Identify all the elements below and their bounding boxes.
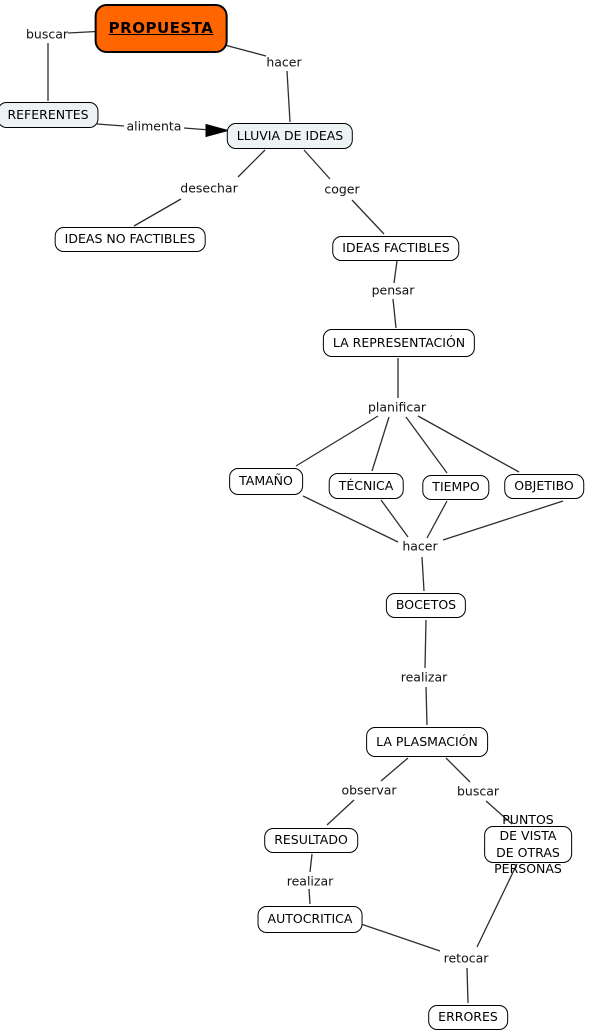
arrowhead <box>205 123 230 138</box>
node-lluvia-de-ideas[interactable]: LLUVIA DE IDEAS <box>226 123 354 149</box>
node-referentes[interactable]: REFERENTES <box>0 102 99 128</box>
edge-label-retocar[interactable]: retocar <box>443 950 489 966</box>
node-ideas-no-factibles[interactable]: IDEAS NO FACTIBLES <box>54 227 206 252</box>
node-ideas-factibles[interactable]: IDEAS FACTIBLES <box>332 236 460 261</box>
edge-label-pensar[interactable]: pensar <box>371 282 415 298</box>
edge-label-realizar-top[interactable]: realizar <box>400 669 448 685</box>
node-puntos-de-vista[interactable]: PUNTOS DE VISTA DE OTRAS PERSONAS <box>484 812 572 876</box>
edge-label-buscar-top[interactable]: buscar <box>25 26 69 42</box>
node-la-plasmacion[interactable]: LA PLASMACIÓN <box>366 727 488 757</box>
edge-label-observar[interactable]: observar <box>341 782 397 798</box>
node-tecnica[interactable]: TÉCNICA <box>328 473 404 499</box>
edge-label-hacer-mid[interactable]: hacer <box>402 538 438 554</box>
edge-label-coger[interactable]: coger <box>324 181 360 197</box>
node-tiempo[interactable]: TIEMPO <box>422 475 490 500</box>
node-autocritica[interactable]: AUTOCRITICA <box>257 906 363 933</box>
node-propuesta[interactable]: PROPUESTA <box>94 4 228 53</box>
edge-label-realizar-bottom[interactable]: realizar <box>286 873 334 889</box>
node-errores[interactable]: ERRORES <box>428 1005 508 1030</box>
edge-label-alimenta[interactable]: alimenta <box>126 118 182 134</box>
node-la-representacion[interactable]: LA REPRESENTACIÓN <box>322 329 476 357</box>
edge-label-desechar[interactable]: desechar <box>180 180 238 196</box>
edge-label-hacer-top[interactable]: hacer <box>266 54 302 70</box>
edge-label-planificar[interactable]: planificar <box>367 399 427 415</box>
node-objetibo[interactable]: OBJETIBO <box>504 474 584 499</box>
edge-label-buscar-bottom[interactable]: buscar <box>456 783 500 799</box>
node-tamano[interactable]: TAMAÑO <box>229 468 303 495</box>
node-resultado[interactable]: RESULTADO <box>264 828 358 853</box>
node-bocetos[interactable]: BOCETOS <box>385 593 467 618</box>
